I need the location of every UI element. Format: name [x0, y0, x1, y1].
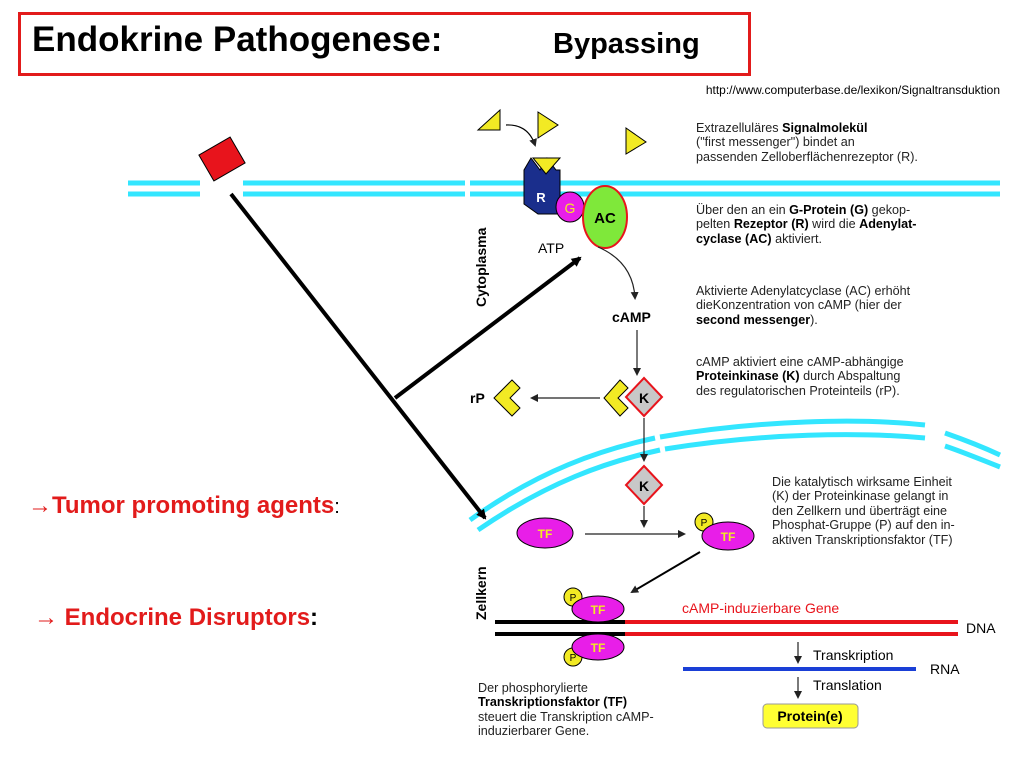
- ligand-icon: [537, 111, 559, 139]
- bullet-suffix: :: [310, 604, 319, 631]
- description-g-protein: Über den an ein G-Protein (G) gekop- pel…: [696, 203, 917, 246]
- red-signal-molecule-icon: [198, 136, 246, 182]
- bullet-label: Tumor promoting agents: [52, 492, 335, 519]
- dna-strands: [495, 620, 958, 636]
- ligand-icon: [476, 108, 501, 131]
- cytoplasm-label: Cytoplasma: [473, 227, 489, 307]
- page-title: Endokrine Pathogenese:: [32, 20, 443, 59]
- adenylate-cyclase-icon: [582, 185, 628, 249]
- rp-label: rP: [470, 390, 485, 406]
- bullet-suffix: :: [334, 496, 340, 518]
- protein-kinase-complex: K: [603, 376, 664, 418]
- tf-phosphorylated: P TF: [694, 512, 755, 551]
- nuclear-membrane: [468, 418, 1002, 533]
- svg-text:P: P: [570, 653, 577, 664]
- protein-box: [762, 703, 859, 729]
- rna-label: RNA: [930, 661, 960, 677]
- tf-bound-upper: P TF: [563, 587, 625, 623]
- nucleus-label: Zellkern: [473, 566, 489, 620]
- camp-label: cAMP: [612, 309, 651, 325]
- bypass-arrow-to-atp: [393, 256, 582, 400]
- bullet-label: Endocrine Disruptors: [64, 604, 311, 631]
- atp-label: ATP: [538, 240, 564, 256]
- nuclear-kinase-label: K: [639, 478, 649, 494]
- tf-bound-lower: P TF: [563, 633, 625, 667]
- description-transcription-factor: Der phosphorylierte Transkriptionsfaktor…: [478, 681, 654, 739]
- g-protein-label: G: [565, 200, 576, 216]
- rp-icon: [493, 379, 521, 417]
- bound-ligand-icon: [531, 157, 562, 175]
- tf-inactive-label: TF: [538, 527, 553, 541]
- kinase-icon: [624, 376, 664, 418]
- ligand-icon: [625, 127, 647, 155]
- tf-icon: [571, 633, 625, 661]
- receptor-label: R: [536, 190, 546, 205]
- arrow-icon: →: [34, 604, 58, 631]
- receptor-icon: [523, 157, 561, 215]
- bypass-arrow-to-nucleus: [229, 192, 487, 520]
- transcription-label: Transkription: [813, 647, 893, 663]
- bullet-tumor-promoting: →Tumor promoting agents:: [28, 492, 340, 520]
- cell-membrane: [128, 180, 1000, 197]
- tf-inactive-icon: [516, 517, 574, 549]
- source-url[interactable]: http://www.computerbase.de/lexikon/Signa…: [705, 83, 1000, 97]
- description-protein-kinase: cAMP aktiviert eine cAMP-abhängige Prote…: [696, 355, 904, 398]
- tf-label: TF: [721, 530, 736, 544]
- regulatory-subunit-icon: [603, 379, 629, 417]
- description-adenylate-cyclase: Aktivierte Adenylatcyclase (AC) erhöht d…: [696, 284, 911, 327]
- translation-label: Translation: [813, 677, 882, 693]
- page-subtitle: Bypassing: [553, 28, 700, 60]
- svg-text:P: P: [570, 593, 577, 604]
- svg-text:TF: TF: [591, 603, 606, 617]
- tf-icon: [701, 521, 755, 551]
- dna-label: DNA: [966, 620, 996, 636]
- title-box: [18, 12, 751, 76]
- description-nucleus-transfer: Die katalytisch wirksame Einheit (K) der…: [772, 475, 955, 547]
- kinase-label: K: [639, 390, 649, 406]
- arrow-icon: →: [28, 492, 52, 519]
- protein-label: Protein(e): [777, 708, 842, 724]
- bullet-endocrine-disruptors: → Endocrine Disruptors:: [34, 604, 318, 632]
- gene-label: cAMP-induzierbare Gene: [682, 600, 839, 616]
- phosphate-label: P: [701, 518, 708, 529]
- nuclear-kinase-icon: [624, 464, 664, 506]
- ac-label: AC: [594, 210, 616, 227]
- tf-icon: [571, 595, 625, 623]
- receptor-complex: R G AC: [523, 157, 628, 249]
- svg-text:TF: TF: [591, 641, 606, 655]
- description-first-messenger: Extrazelluläres Signalmolekül ("first me…: [696, 121, 918, 164]
